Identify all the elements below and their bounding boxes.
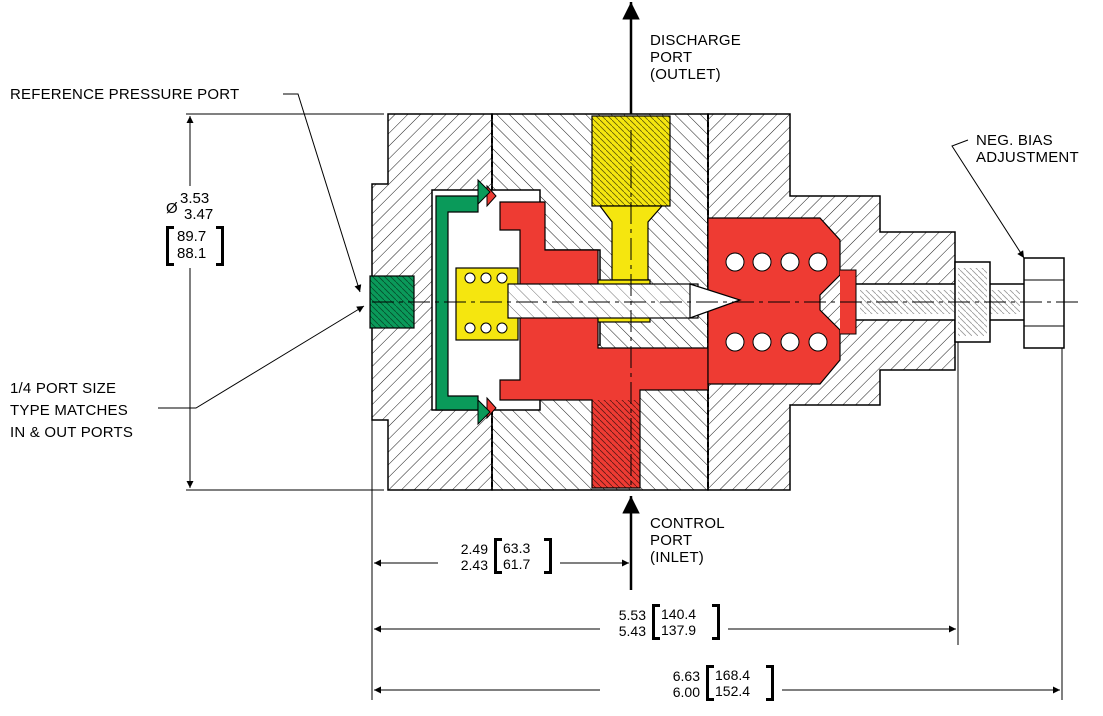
neg-bias-line-1: NEG. BIAS	[976, 132, 1053, 149]
port-size-leader	[158, 305, 365, 409]
control-port-dimension-mm: 63.3 61.7	[494, 538, 552, 574]
control-passage	[486, 184, 841, 489]
overall-length-dimension-mm: 168.4 152.4	[706, 665, 774, 701]
body-dim-mm-min: 137.9	[661, 622, 697, 638]
body-dim-mm-max: 140.4	[661, 606, 697, 622]
neg-bias-line-2: ADJUSTMENT	[976, 149, 1079, 166]
control-port-label: CONTROL PORT (INLET)	[650, 515, 725, 566]
discharge-port-label: DISCHARGE PORT (OUTLET)	[650, 32, 741, 83]
overall-length-dimension-inch: 6.63 6.00	[660, 668, 700, 700]
discharge-line-2: PORT	[650, 49, 693, 66]
port-size-line-3: IN & OUT PORTS	[10, 424, 134, 441]
port-size-label: 1/4 PORT SIZE TYPE MATCHES IN & OUT PORT…	[10, 378, 133, 444]
horizontal-dimension-lines	[371, 342, 1063, 700]
reference-leader	[283, 93, 362, 293]
diameter-min: 3.47	[184, 206, 214, 223]
diameter-mm-bracket: 89.7 88.1	[166, 226, 224, 266]
diameter-max: 3.53	[180, 190, 210, 207]
port-size-line-2: TYPE MATCHES	[10, 402, 128, 419]
overall-dim-mm-max: 168.4	[715, 667, 751, 683]
control-line-2: PORT	[650, 532, 693, 549]
diameter-mm-max: 89.7	[177, 228, 207, 245]
diameter-mm-min: 88.1	[177, 245, 207, 262]
diameter-symbol: Ø	[166, 200, 178, 217]
control-dim-mm-max: 63.3	[503, 540, 531, 556]
reference-pressure-port-label: REFERENCE PRESSURE PORT	[10, 86, 240, 103]
discharge-line-3: (OUTLET)	[650, 66, 721, 83]
body-length-dimension-inch: 5.53 5.43	[606, 607, 646, 639]
control-port-dimension-inch: 2.49 2.43	[448, 541, 488, 573]
control-line-1: CONTROL	[650, 515, 725, 532]
overall-dim-min: 6.00	[672, 684, 700, 700]
diameter-dimension-lines	[186, 113, 384, 491]
valve-stem	[507, 283, 742, 319]
control-dim-mm-min: 61.7	[503, 556, 531, 572]
discharge-line-1: DISCHARGE	[650, 32, 741, 49]
neg-bias-leader	[951, 139, 1025, 259]
body-dim-min: 5.43	[618, 623, 646, 639]
overall-dim-max: 6.63	[672, 668, 700, 684]
control-dim-max: 2.49	[460, 541, 488, 557]
body-dim-max: 5.53	[618, 607, 646, 623]
neg-bias-adjustment-label: NEG. BIAS ADJUSTMENT	[976, 132, 1079, 166]
body-length-dimension-mm: 140.4 137.9	[652, 604, 720, 640]
control-line-3: (INLET)	[650, 549, 704, 566]
control-dim-min: 2.43	[460, 557, 488, 573]
overall-dim-mm-min: 152.4	[715, 683, 751, 699]
port-size-line-1: 1/4 PORT SIZE	[10, 380, 117, 397]
